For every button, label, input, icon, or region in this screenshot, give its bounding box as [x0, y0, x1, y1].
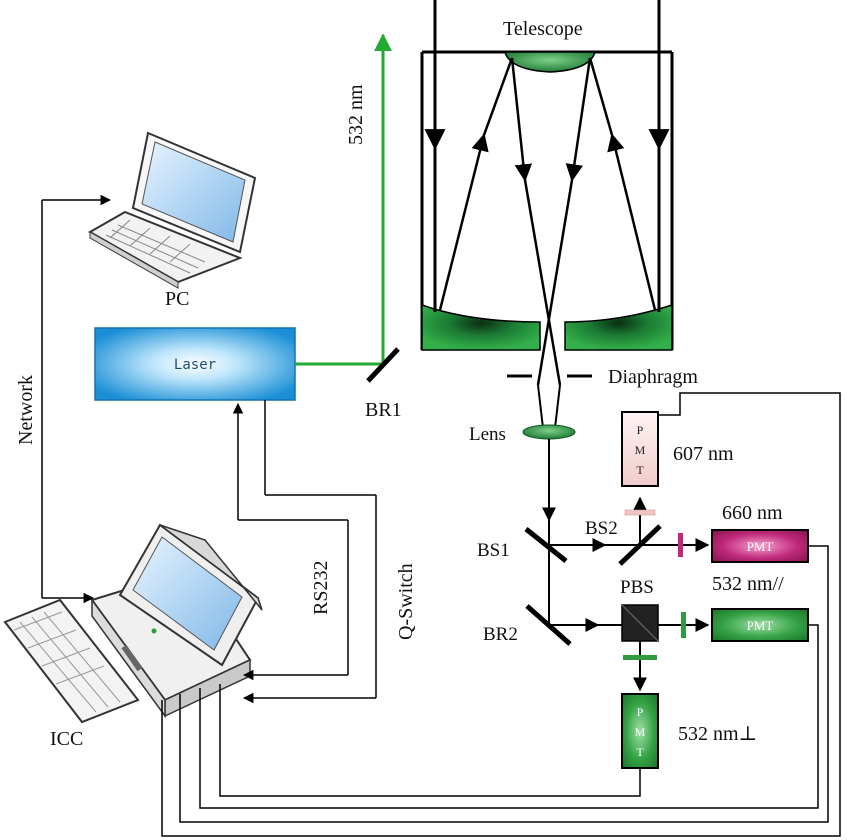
pmt-660-text: PMT: [747, 539, 774, 554]
telescope: [420, 0, 674, 429]
pc-laptop-icon: [87, 131, 257, 289]
pmt-532-perp-letter-p: P: [637, 705, 644, 719]
pmt-607: [621, 411, 659, 487]
bs1-label: BS1: [477, 540, 510, 561]
icc-computer-icon: [3, 523, 263, 724]
pmt-660-label: 660 nm: [722, 502, 783, 524]
diaphragm-label: Diaphragm: [608, 366, 698, 388]
pmt-532-par-label: 532 nm//: [712, 573, 784, 595]
pbs-cube: [621, 604, 659, 642]
br2-label: BR2: [483, 624, 518, 645]
rs232-label: RS232: [310, 561, 332, 615]
pc-label: PC: [165, 288, 189, 310]
pmt-607-letter-p: P: [637, 423, 644, 437]
filter-532-perp: [623, 655, 657, 660]
pmt-532-perp-letter-t: T: [636, 745, 644, 759]
wavelength-up-label: 532 nm: [345, 84, 367, 145]
bs2-label: BS2: [585, 518, 618, 539]
pmt-532-par: [711, 608, 809, 642]
pmt-532-perp-letter-m: M: [635, 725, 646, 739]
pmt-607-label: 607 nm: [673, 443, 734, 465]
pbs-label: PBS: [620, 577, 654, 598]
filter-660: [678, 533, 683, 557]
lens: [522, 424, 576, 440]
filter-607: [624, 509, 656, 516]
br2-mirror: [525, 604, 572, 646]
rs232-link: [232, 402, 349, 681]
bs1-mirror: [524, 527, 568, 563]
lens-label: Lens: [469, 424, 506, 445]
pmt-signal-lines: [161, 392, 841, 837]
laser: [94, 327, 296, 401]
qswitch-label: Q-Switch: [395, 563, 417, 640]
primary-mirror-right: [564, 303, 673, 351]
pmt-607-letter-m: M: [635, 443, 646, 457]
pmt-532-par-text: PMT: [747, 618, 774, 633]
qswitch-link: [242, 400, 377, 704]
pmt-607-letter-t: T: [636, 463, 644, 477]
pmt-532-perp-label: 532 nm⊥: [678, 723, 757, 745]
br1-mirror: [366, 347, 400, 383]
network-label: Network: [15, 375, 37, 445]
pmt-660: [711, 529, 809, 563]
icc-label: ICC: [50, 728, 83, 750]
telescope-label: Telescope: [503, 18, 583, 40]
primary-mirror-left: [421, 303, 541, 351]
filter-532-par: [681, 612, 686, 638]
network-link: [41, 194, 112, 604]
secondary-mirror: [504, 51, 596, 73]
laser-label: Laser: [174, 357, 216, 373]
br1-label: BR1: [365, 399, 402, 421]
